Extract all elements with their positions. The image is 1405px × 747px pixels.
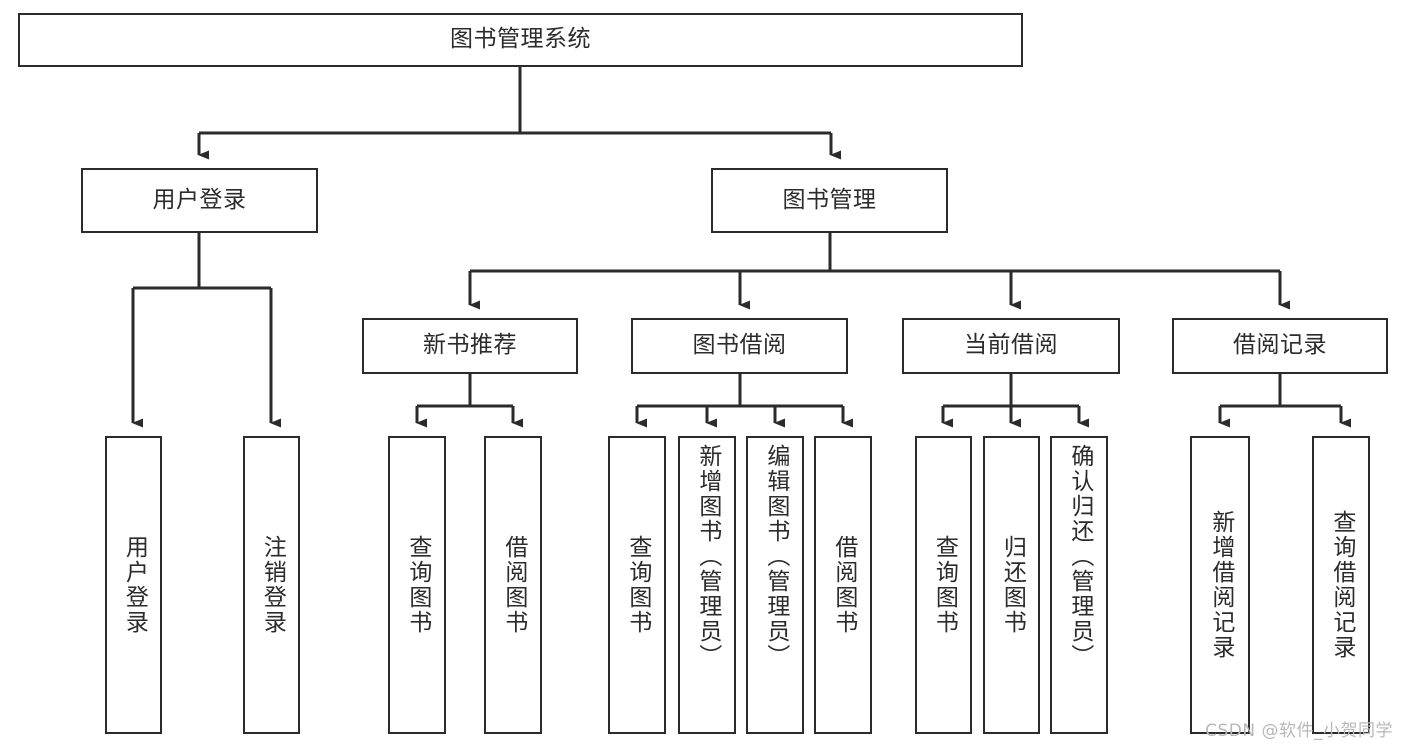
node-leaf-logout-login-label: 注销登录 [259,535,286,635]
node-leaf-return-book[interactable]: 归还图书 [983,436,1040,734]
node-leaf-user-login[interactable]: 用户登录 [105,436,162,734]
node-leaf-return-book-label: 归还图书 [999,535,1026,635]
node-leaf-query-borrow-record-label: 查询借阅记录 [1328,510,1355,660]
node-leaf-query-book-borrow-label: 查询图书 [624,535,651,635]
node-new-book-recommend[interactable]: 新书推荐 [362,318,578,374]
node-borrow-record[interactable]: 借阅记录 [1172,318,1388,374]
node-leaf-add-borrow-record-label: 新增借阅记录 [1207,510,1234,660]
node-leaf-edit-book-admin[interactable]: 编辑图书（管理员） [746,436,804,734]
node-leaf-edit-book-admin-label: 编辑图书（管理员） [762,444,789,669]
node-leaf-borrow-book-rec[interactable]: 借阅图书 [484,436,542,734]
node-leaf-add-borrow-record[interactable]: 新增借阅记录 [1190,436,1250,734]
node-leaf-user-login-label: 用户登录 [121,535,148,635]
node-current-borrow[interactable]: 当前借阅 [902,318,1120,374]
node-new-book-recommend-label: 新书推荐 [423,332,517,359]
node-root-label: 图书管理系统 [450,26,591,53]
node-leaf-query-book-rec[interactable]: 查询图书 [388,436,446,734]
node-leaf-borrow-book[interactable]: 借阅图书 [814,436,872,734]
node-leaf-add-book-admin-label: 新增图书（管理员） [694,444,721,669]
node-leaf-add-book-admin[interactable]: 新增图书（管理员） [678,436,736,734]
node-book-borrow[interactable]: 图书借阅 [631,318,848,374]
node-user-login[interactable]: 用户登录 [81,168,318,233]
node-leaf-logout-login[interactable]: 注销登录 [243,436,300,734]
node-leaf-query-book-current-label: 查询图书 [931,535,958,635]
node-book-borrow-label: 图书借阅 [692,332,787,359]
node-leaf-confirm-return-admin-label: 确认归还（管理员） [1066,444,1093,669]
node-borrow-record-label: 借阅记录 [1233,332,1327,359]
node-leaf-query-book-borrow[interactable]: 查询图书 [608,436,666,734]
node-book-management-label: 图书管理 [782,186,877,213]
node-leaf-query-borrow-record[interactable]: 查询借阅记录 [1312,436,1370,734]
node-book-management[interactable]: 图书管理 [711,168,948,233]
node-current-borrow-label: 当前借阅 [964,332,1058,359]
node-leaf-query-book-rec-label: 查询图书 [404,535,431,635]
node-leaf-borrow-book-rec-label: 借阅图书 [500,535,527,635]
node-leaf-query-book-current[interactable]: 查询图书 [915,436,972,734]
node-user-login-label: 用户登录 [152,186,247,213]
node-root[interactable]: 图书管理系统 [18,13,1023,67]
node-leaf-confirm-return-admin[interactable]: 确认归还（管理员） [1050,436,1108,734]
node-leaf-borrow-book-label: 借阅图书 [830,535,857,635]
